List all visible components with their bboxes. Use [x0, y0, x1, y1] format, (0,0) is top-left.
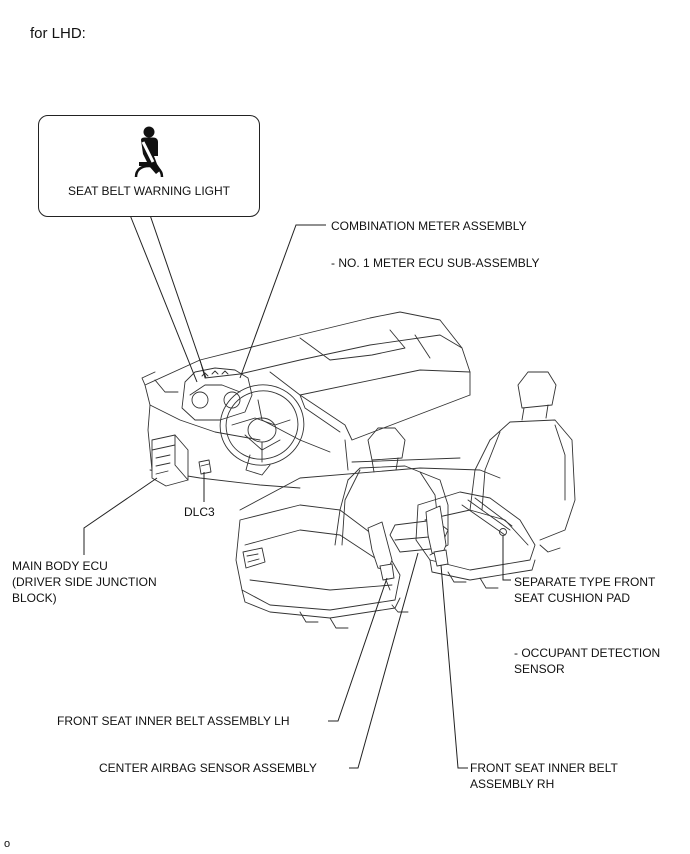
callout-pointer-left — [129, 214, 198, 383]
inner-belt-rh-label-line2: ASSEMBLY RH — [470, 777, 555, 791]
separate-pad-label-line2: SEAT CUSHION PAD — [514, 591, 631, 605]
combination-meter-label: COMBINATION METER ASSEMBLY — [331, 219, 527, 233]
inner-belt-rh-label-line1: FRONT SEAT INNER BELT — [470, 761, 618, 775]
main-body-ecu-label-line3: BLOCK) — [12, 591, 57, 605]
dashboard-drawing — [141, 311, 471, 489]
seat-belt-icon — [134, 126, 164, 178]
seat-belt-warning-label: SEAT BELT WARNING LIGHT — [67, 184, 231, 198]
passenger-seat-drawing — [415, 371, 576, 589]
separate-pad-label-line1: SEPARATE TYPE FRONT — [514, 575, 656, 589]
occupant-sensor-label-line1: - OCCUPANT DETECTION — [514, 646, 661, 660]
driver-seat-drawing — [235, 427, 449, 629]
occupant-sensor-label-line2: SENSOR — [514, 662, 565, 676]
leader-lines — [83, 224, 511, 769]
meter-ecu-label: - NO. 1 METER ECU SUB-ASSEMBLY — [331, 256, 540, 270]
inner-belt-lh-label: FRONT SEAT INNER BELT ASSEMBLY LH — [57, 714, 290, 728]
main-body-ecu-label-line2: (DRIVER SIDE JUNCTION — [12, 575, 157, 589]
page-heading: for LHD: — [30, 25, 86, 42]
dlc3-label: DLC3 — [184, 505, 215, 519]
main-body-ecu-drawing — [151, 434, 189, 487]
figure-code: o — [4, 838, 11, 850]
center-airbag-sensor-label: CENTER AIRBAG SENSOR ASSEMBLY — [99, 761, 317, 775]
dlc3-drawing — [198, 459, 212, 475]
main-body-ecu-label-line1: MAIN BODY ECU — [12, 559, 108, 573]
seat-belt-warning-callout: SEAT BELT WARNING LIGHT — [38, 115, 260, 217]
callout-pointer-right — [149, 214, 207, 379]
